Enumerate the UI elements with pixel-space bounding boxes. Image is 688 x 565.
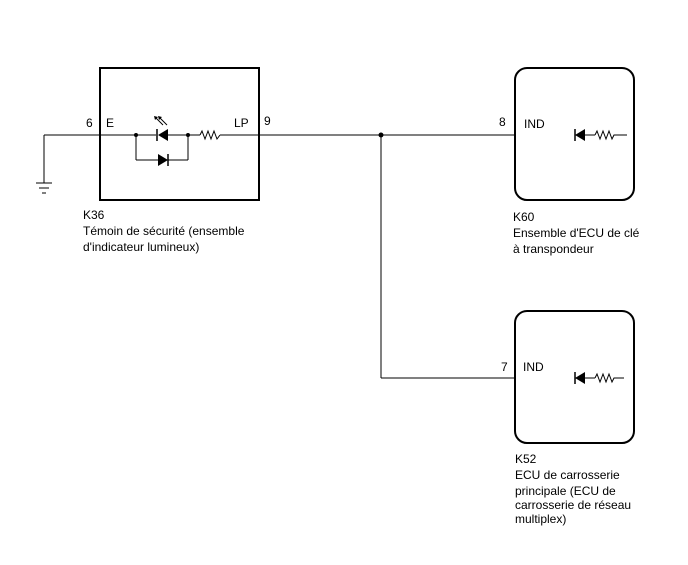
junction-dot <box>186 133 190 137</box>
k60-desc-line2: à transpondeur <box>513 242 594 256</box>
k60-code-label: K60 <box>513 210 535 224</box>
led-icon <box>154 116 168 141</box>
k36-code-label: K36 <box>83 208 105 222</box>
k36-pin-right-number: 9 <box>264 114 271 128</box>
component-k36: 6 E LP 9 <box>86 67 271 201</box>
resistor-icon <box>594 372 624 384</box>
k60-pin-number: 8 <box>499 115 506 129</box>
k52-desc-line2: principale (ECU de <box>515 484 616 498</box>
k60-pin-name: IND <box>524 117 545 131</box>
k52-box <box>514 310 635 444</box>
led-icon <box>574 129 585 141</box>
k52-pin-number: 7 <box>501 360 508 374</box>
diode-icon <box>158 154 169 166</box>
k36-pin-right-name: LP <box>234 116 249 130</box>
k60-box <box>514 67 635 201</box>
k52-code-label: K52 <box>515 452 537 466</box>
k52-pin-name: IND <box>523 360 544 374</box>
k36-desc-line1: Témoin de sécurité (ensemble <box>83 224 245 238</box>
junction-dot <box>134 133 138 137</box>
k60-desc-line1: Ensemble d'ECU de clé <box>513 226 640 240</box>
resistor-icon <box>594 129 627 141</box>
k36-desc-line2: d'indicateur lumineux) <box>83 240 199 254</box>
resistor-icon <box>199 129 221 141</box>
k36-pin-left-number: 6 <box>86 116 93 130</box>
k52-desc-line1: ECU de carrosserie <box>515 468 620 482</box>
k36-pin-left-name: E <box>106 116 114 130</box>
component-k60: 8 IND <box>499 67 635 201</box>
component-k52: 7 IND <box>501 310 635 444</box>
k36-box <box>99 67 260 201</box>
k52-desc-line3: carrosserie de réseau <box>515 498 631 512</box>
ground-icon <box>36 135 52 194</box>
k52-desc-line4: multiplex) <box>515 512 566 526</box>
led-icon <box>574 372 585 384</box>
